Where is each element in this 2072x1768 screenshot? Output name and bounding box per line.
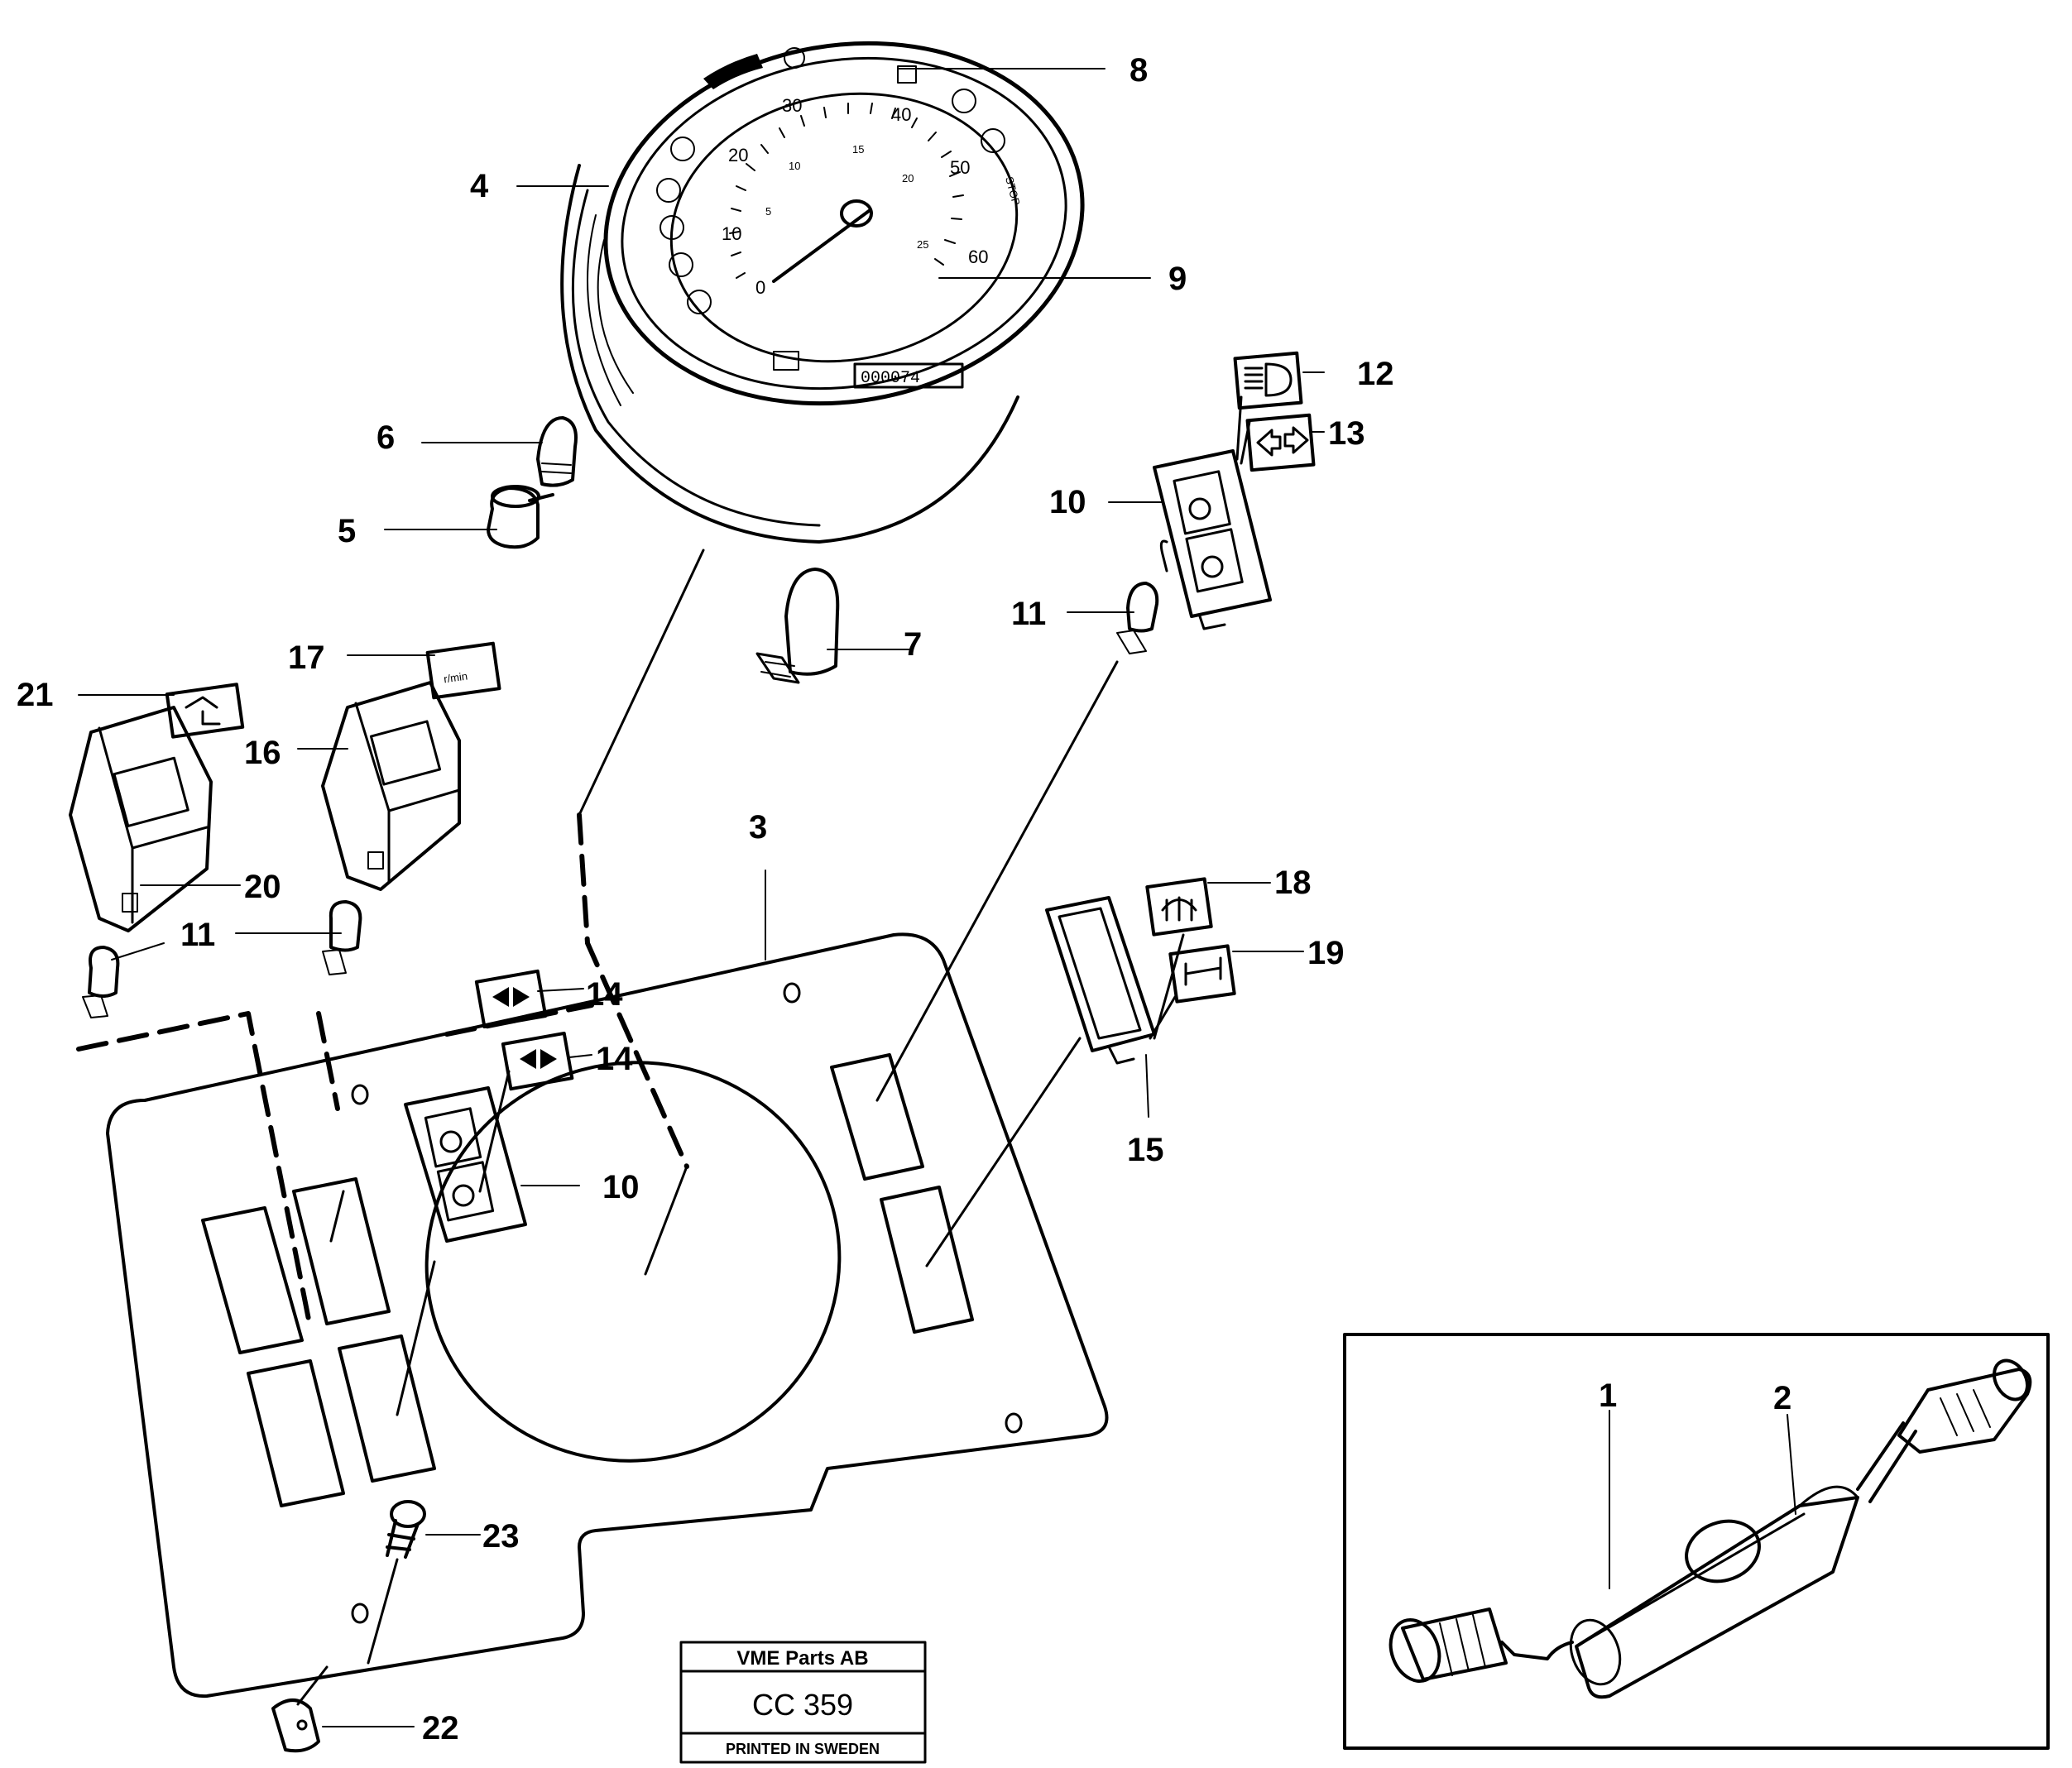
callout-23: 23 [482, 1518, 520, 1555]
dial-inner-10: 10 [789, 160, 800, 172]
callout-10-lower: 10 [602, 1169, 640, 1205]
callout-5: 5 [338, 513, 356, 549]
callout-12: 12 [1357, 356, 1394, 392]
instrument-panel-plate [106, 932, 1109, 1699]
callout-7: 7 [904, 626, 922, 663]
rpm-decal-text: r/min [443, 669, 468, 685]
headlight-decal [1233, 351, 1303, 410]
callout-10-upper: 10 [1049, 484, 1086, 520]
bulb-11-left [82, 900, 362, 1018]
drawing-stamp: VME Parts AB CC 359 PRINTED IN SWEDEN [679, 1641, 927, 1764]
dial-label-50: 50 [950, 157, 970, 178]
instrument-gauge: 0 10 20 30 40 50 60 5 10 15 20 25 STOP 0… [560, 41, 1085, 544]
callout-11-upper: 11 [1011, 596, 1046, 632]
dial-label-10: 10 [722, 223, 741, 244]
dial-label-0: 0 [755, 277, 765, 298]
warning-decal-14b [501, 1031, 574, 1091]
callout-17: 17 [288, 640, 325, 676]
double-switch-lower [404, 1086, 527, 1243]
dial-label-60: 60 [968, 247, 988, 267]
gauge-lamp-bulb [755, 568, 840, 684]
callout-18: 18 [1274, 865, 1312, 901]
callout-numbers: 8 4 9 12 13 6 5 10 11 7 17 21 16 3 20 11… [17, 52, 1791, 1746]
rear-defrost-decal [1145, 877, 1213, 937]
clip-nut [271, 1699, 320, 1753]
callout-20: 20 [244, 869, 281, 905]
odometer-reading: 000074 [861, 369, 920, 388]
callout-22: 22 [422, 1710, 459, 1746]
callout-14-lower: 14 [596, 1041, 633, 1077]
stop-lamp-label: STOP [1003, 175, 1023, 207]
screw [386, 1500, 426, 1559]
callout-13: 13 [1328, 415, 1365, 452]
stamp-code: CC 359 [752, 1688, 853, 1722]
callout-15: 15 [1127, 1132, 1164, 1168]
dial-inner-25: 25 [917, 238, 928, 251]
callout-11-left: 11 [180, 917, 215, 953]
indicator-bulb-small [536, 416, 578, 487]
dial-inner-5: 5 [765, 205, 771, 218]
stamp-printed: PRINTED IN SWEDEN [726, 1741, 880, 1757]
callout-21: 21 [17, 677, 54, 713]
callout-4: 4 [470, 168, 489, 204]
stamp-company: VME Parts AB [736, 1647, 868, 1670]
callout-3: 3 [749, 809, 767, 846]
switch-blank-15 [1045, 896, 1156, 1065]
hazard-arrows-decal [1245, 413, 1316, 472]
dial-label-40: 40 [891, 104, 911, 125]
dial-inner-15: 15 [852, 143, 864, 156]
callout-2: 2 [1773, 1380, 1791, 1416]
dial-inner-20: 20 [902, 172, 914, 184]
dial-label-30: 30 [782, 95, 802, 116]
callout-6: 6 [377, 419, 395, 456]
dial-label-20: 20 [728, 145, 748, 165]
inset-cigarette-lighter [1343, 1333, 2050, 1750]
bulb-11-upper [1116, 582, 1159, 654]
assembly-lines [76, 395, 1251, 1706]
double-switch-upper [1153, 449, 1272, 630]
callout-19: 19 [1307, 935, 1345, 971]
callout-9: 9 [1168, 261, 1187, 297]
lift-decal-21 [165, 683, 245, 739]
rocker-switch-16 [321, 681, 461, 891]
callout-8: 8 [1130, 52, 1148, 89]
callout-14-upper: 14 [586, 976, 623, 1013]
axle-decal [1168, 944, 1236, 1004]
callout-1: 1 [1599, 1378, 1617, 1414]
bulb-holder [487, 485, 554, 549]
leader-lines [78, 68, 1325, 1727]
callout-16: 16 [244, 735, 281, 771]
rocker-switch-20 [69, 706, 213, 932]
rpm-decal: r/min [425, 641, 501, 700]
